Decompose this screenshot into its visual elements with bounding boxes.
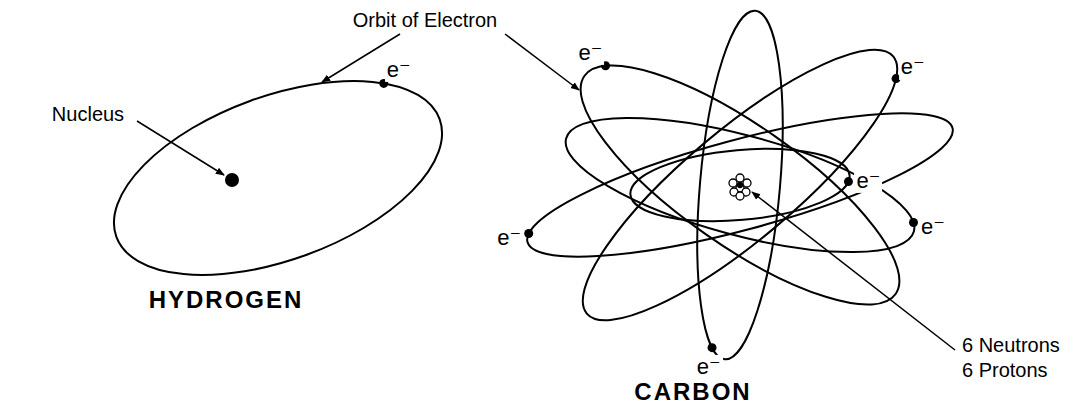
electron-orbit [88,42,467,314]
electron-dot [909,218,918,227]
nucleus-group [225,173,751,200]
callout-label: Orbit of Electron [353,9,498,31]
leader-line [137,121,224,175]
atom-name: CARBON [634,379,751,405]
electron-label: e⁻ [495,226,523,250]
electron-label: e⁻ [695,355,723,379]
hydrogen-nucleus [225,173,239,187]
electron-label: e⁻ [854,169,882,193]
electron-dot [524,229,533,238]
electron-orbit [551,14,928,355]
leader-group [137,34,955,350]
electron-dot [844,177,853,186]
electron-label: e⁻ [577,40,605,64]
callout-label: 6 Protons [962,359,1048,381]
atom-name: HYDROGEN [149,287,304,313]
electron-group [379,61,918,352]
callout-label: Nucleus [52,103,124,125]
callout-label: 6 Neutrons [962,334,1060,356]
leader-line [505,34,579,90]
electron-orbit [685,7,795,363]
electron-orbit [627,141,852,230]
carbon-nucleus [729,174,751,200]
electron-dot [708,343,717,352]
electron-orbit [553,90,927,280]
electron-label: e⁻ [899,55,927,79]
electron-label: e⁻ [919,215,947,239]
leader-line [752,192,955,350]
electron-label: e⁻ [385,58,413,82]
orbit-group [88,7,964,363]
electron-orbit [550,27,930,343]
